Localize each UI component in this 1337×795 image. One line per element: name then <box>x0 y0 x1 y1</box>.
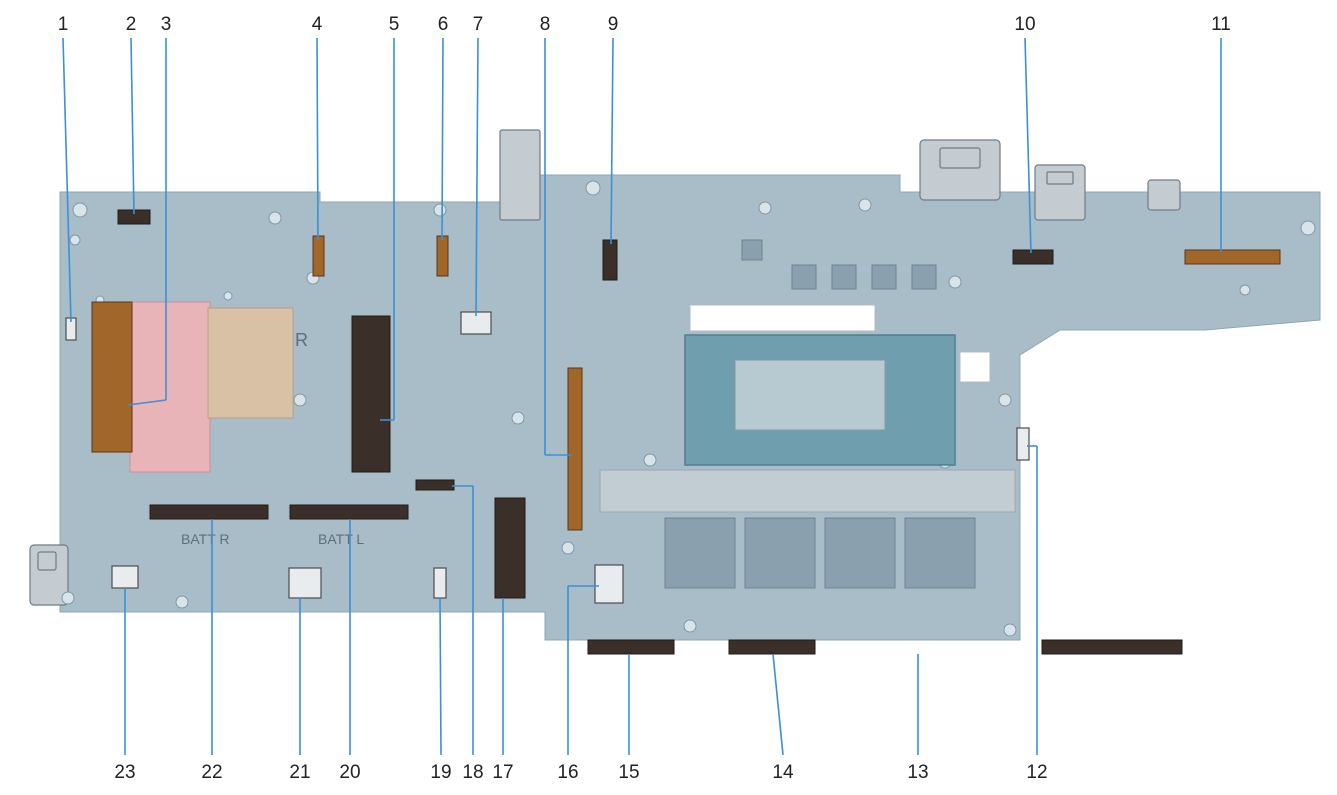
connector-17 <box>494 497 526 599</box>
usb-c-port <box>1147 179 1181 211</box>
ram-chip-2 <box>744 517 816 589</box>
callout-16: 16 <box>557 762 578 783</box>
inductor-1 <box>791 264 817 290</box>
leader-9 <box>610 37 614 245</box>
callout-7: 7 <box>473 14 484 35</box>
ram-chip-4 <box>904 517 976 589</box>
callout-19: 19 <box>430 762 451 783</box>
audio-jack-inner <box>37 551 57 571</box>
connector-21 <box>288 567 322 599</box>
callout-12: 12 <box>1026 762 1047 783</box>
callout-9: 9 <box>608 14 619 35</box>
callout-6: 6 <box>438 14 449 35</box>
connector-23 <box>111 565 139 589</box>
connector-5 <box>351 315 391 473</box>
leader-6 <box>441 37 444 241</box>
callout-11: 11 <box>1211 14 1231 35</box>
callout-14: 14 <box>772 762 794 783</box>
hdmi-port <box>499 129 541 221</box>
inductor-2 <box>831 264 857 290</box>
connector-4 <box>312 235 325 277</box>
connector-19 <box>433 567 447 599</box>
connector-3 <box>91 301 133 453</box>
leader-4 <box>316 37 319 241</box>
callout-1: 1 <box>58 14 69 35</box>
connector-10 <box>1012 249 1054 265</box>
connector-15 <box>587 639 675 655</box>
leader-14 <box>772 653 784 756</box>
callout-20: 20 <box>339 762 360 783</box>
silk-side-r: R <box>295 330 308 350</box>
connector-6 <box>436 235 449 277</box>
callout-5: 5 <box>389 14 400 35</box>
callout-8: 8 <box>540 14 551 35</box>
leader-10 <box>1024 37 1032 254</box>
usb-a-port-inner <box>1046 171 1074 185</box>
callout-17: 17 <box>492 762 513 783</box>
connector-13 <box>1041 639 1183 655</box>
callout-21: 21 <box>289 762 310 783</box>
ram-chip-3 <box>824 517 896 589</box>
qr-code <box>959 351 991 383</box>
inductor-5 <box>741 239 763 261</box>
connector-12 <box>1016 427 1030 461</box>
leader-2 <box>130 37 135 215</box>
board-label <box>689 304 876 332</box>
connector-22 <box>149 504 269 520</box>
callout-13: 13 <box>907 762 928 783</box>
components <box>129 239 1016 589</box>
connector-18 <box>415 479 455 491</box>
connector-16 <box>594 564 624 604</box>
callout-numbers: 1 2 3 4 5 6 7 8 9 10 11 12 13 14 15 16 1… <box>58 14 1231 783</box>
callout-15: 15 <box>618 762 639 783</box>
callout-23: 23 <box>114 762 135 783</box>
callout-18: 18 <box>462 762 483 783</box>
cpu-die <box>734 359 886 431</box>
silkscreen: BATT R BATT L R <box>181 330 364 547</box>
dp-port-inner <box>939 147 981 169</box>
connector-9 <box>602 239 618 281</box>
connector-8 <box>567 367 583 531</box>
inductor-4 <box>911 264 937 290</box>
leader-7 <box>475 37 479 317</box>
connector-14 <box>728 639 816 655</box>
leader-1 <box>62 37 72 323</box>
ram-strip <box>599 469 1016 513</box>
inductor-3 <box>871 264 897 290</box>
leader-lines <box>62 37 1222 756</box>
callout-22: 22 <box>201 762 222 783</box>
callout-3: 3 <box>161 14 172 35</box>
callout-10: 10 <box>1014 14 1035 35</box>
leader-3b <box>127 399 167 406</box>
callout-2: 2 <box>126 14 137 35</box>
connector-11 <box>1184 249 1281 265</box>
silk-batt-l: BATT L <box>318 531 364 547</box>
screw-holes <box>61 180 1316 637</box>
thermal-pad-gold <box>207 307 294 419</box>
connector-20 <box>289 504 409 520</box>
thermal-pad <box>129 301 211 473</box>
callout-4: 4 <box>312 14 323 35</box>
ram-chip-1 <box>664 517 736 589</box>
connectors <box>65 209 1281 655</box>
silk-batt-r: BATT R <box>181 531 230 547</box>
leader-19 <box>439 597 442 756</box>
